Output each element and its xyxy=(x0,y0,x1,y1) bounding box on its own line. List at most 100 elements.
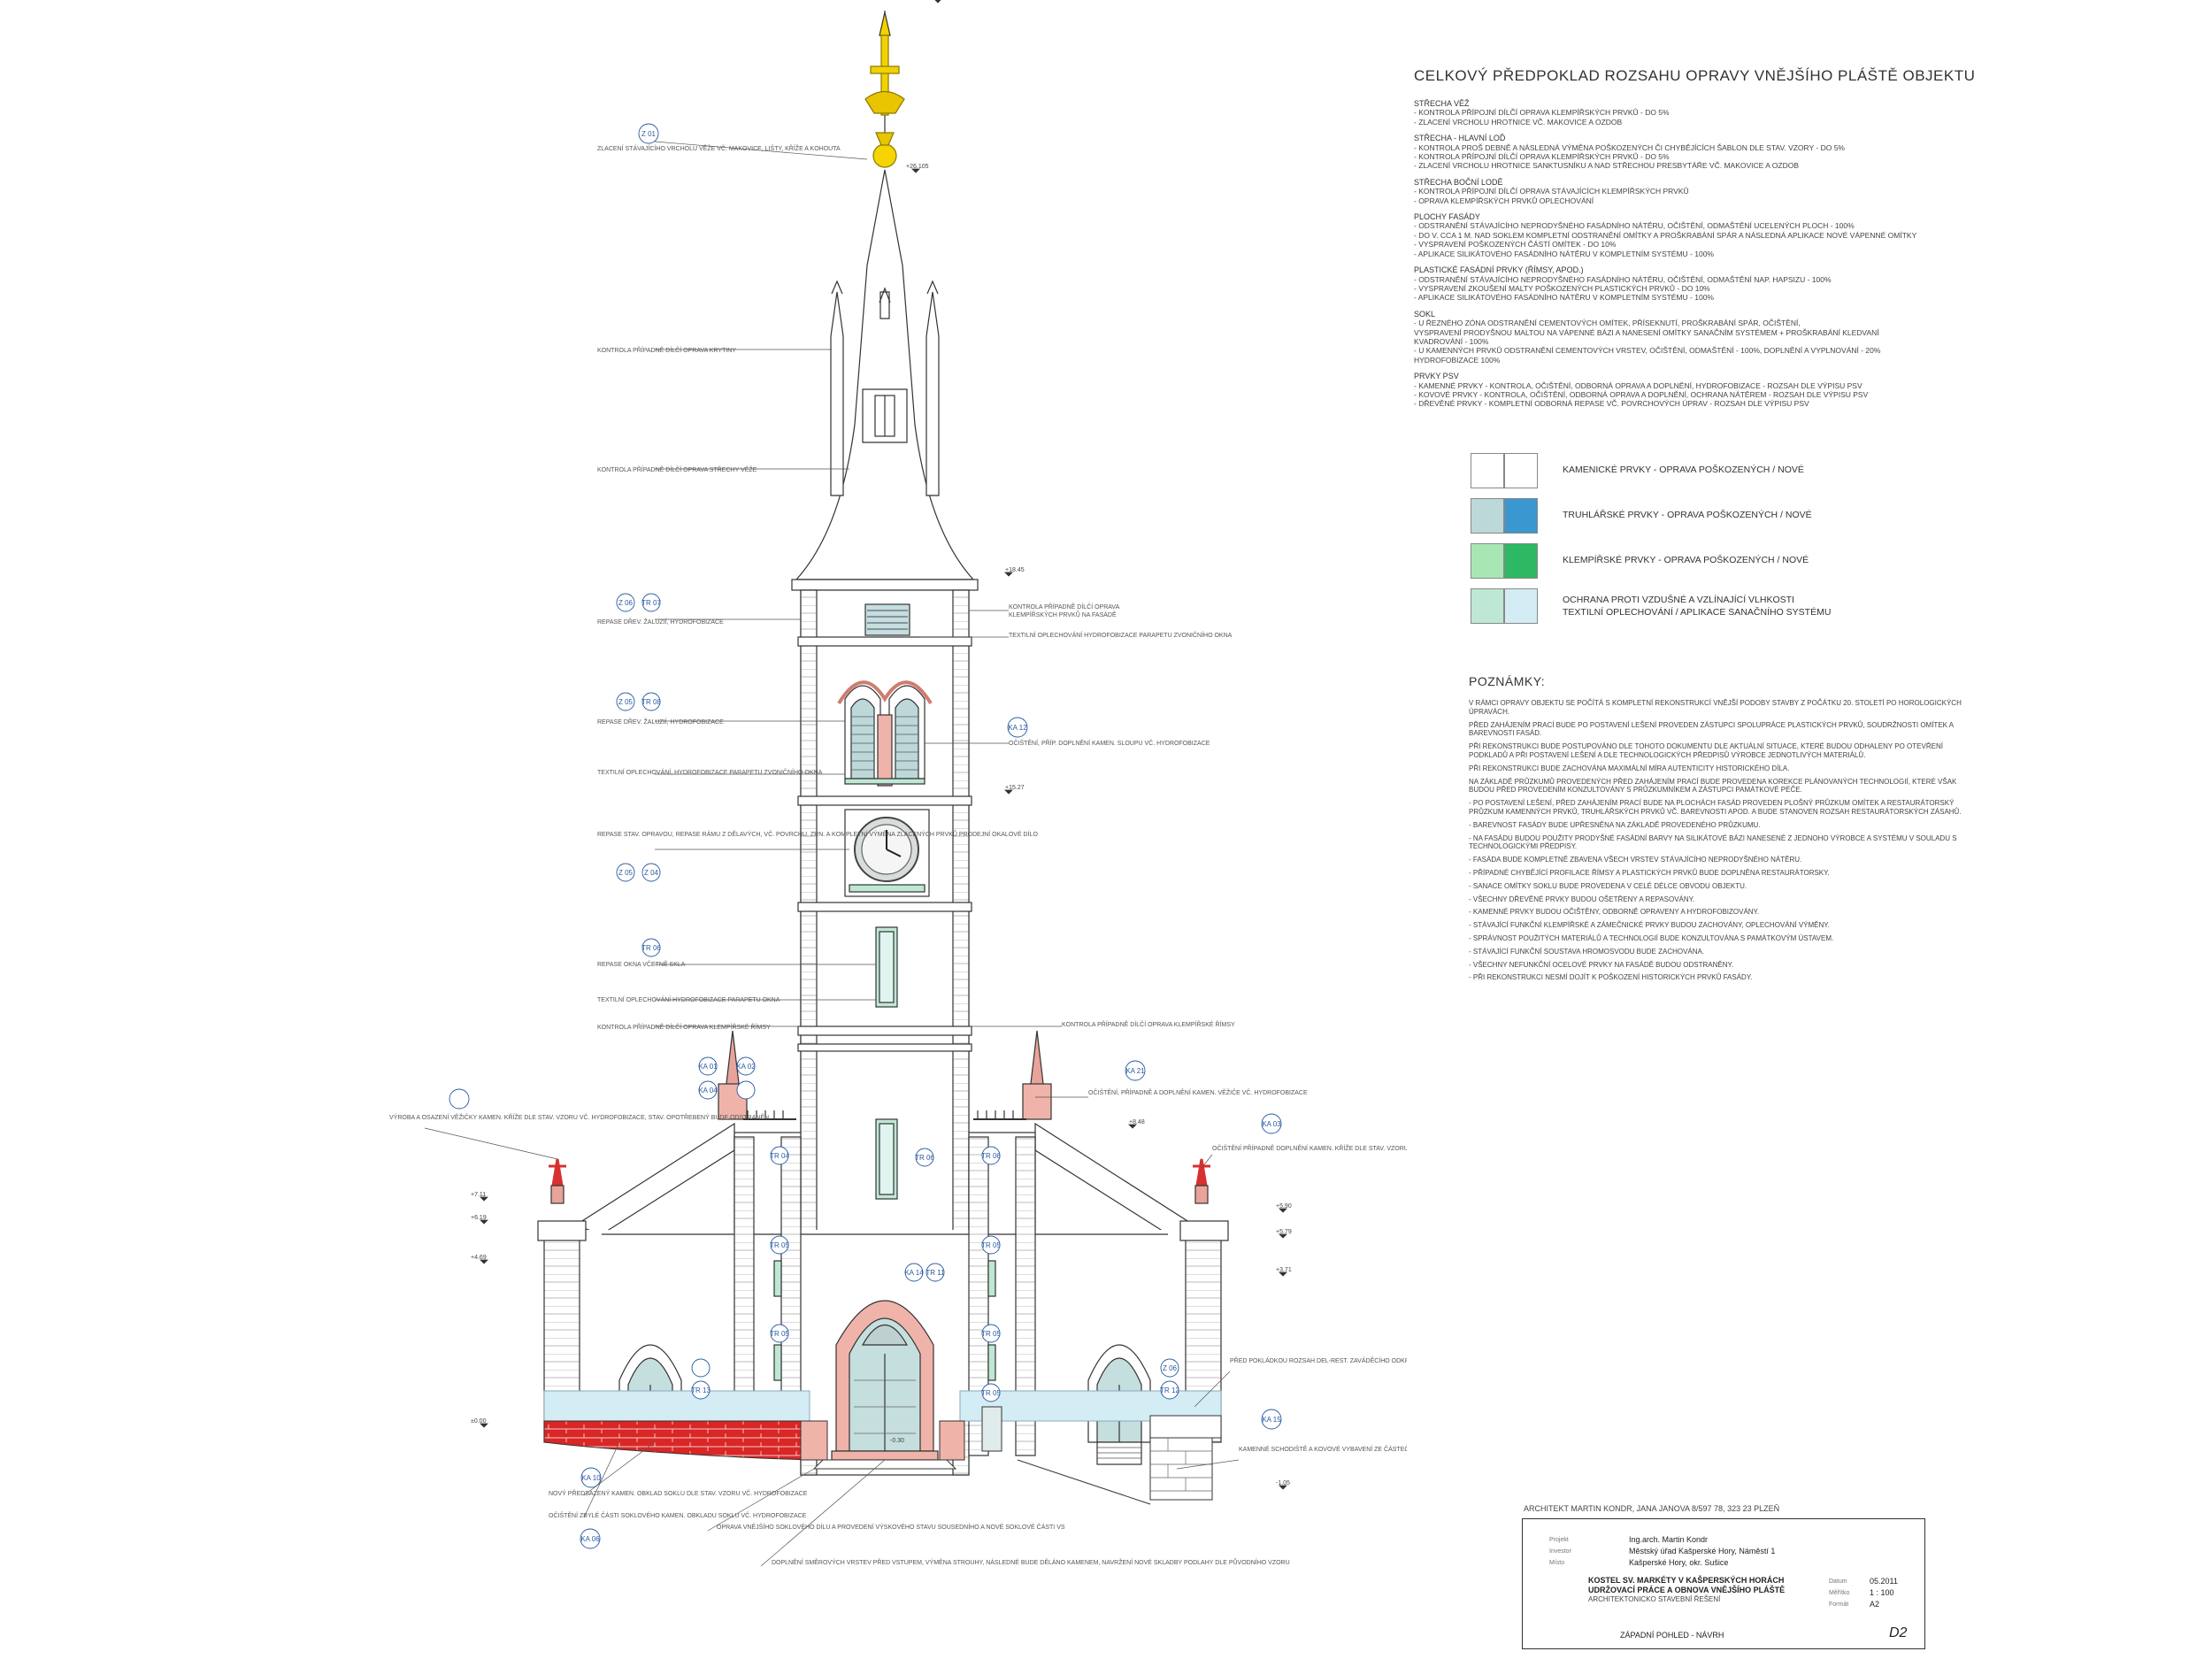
bubble-label: KA 10 xyxy=(581,1474,601,1482)
spec-line: - ZLACENÍ VRCHOLU HROTNICE VČ. MAKOVICE … xyxy=(1414,117,1623,127)
bubble-label: TR 05 xyxy=(981,1330,1001,1338)
spec-line: - KAMENNÉ PRVKY - KONTROLA, OČIŠTĚNÍ, OD… xyxy=(1414,380,1863,390)
spec-line: - APLIKACE SILIKÁTOVÉHO FASÁDNÍHO NÁTĚRU… xyxy=(1414,249,1714,258)
legend-swatch xyxy=(1471,588,1504,624)
level-label: -0.30 xyxy=(890,1438,904,1444)
spec-line: - OPRAVA KLEMPÍŘSKÝCH PRVKŮ OPLECHOVÁNÍ xyxy=(1414,196,1594,205)
bubble-label: TR 04 xyxy=(770,1152,789,1160)
annotation: OČIŠTĚNÍ, PŘÍPADNĚ A DOPLNĚNÍ KAMEN. VĚŽ… xyxy=(1088,1088,1308,1096)
notes-list: V RÁMCI OPRAVY OBJEKTU SE POČÍTÁ S KOMPL… xyxy=(1469,699,1964,987)
notes-title: POZNÁMKY: xyxy=(1469,674,1546,688)
note: - PŘI REKONSTRUKCI NESMÍ DOJÍT K POŠKOZE… xyxy=(1469,973,1753,982)
tb-right-label: Formát xyxy=(1829,1601,1849,1608)
view-name: ZÁPADNÍ POHLED - NÁVRH xyxy=(1620,1631,1724,1640)
spec-group: STŘECHA BOČNÍ LODĚ - KONTROLA PŘÍPOJNÍ D… xyxy=(1414,178,1980,205)
tb-right-value: 05.2011 xyxy=(1870,1577,1898,1586)
annotation: OČIŠTĚNÍ PŘÍPADNĚ DOPLNĚNÍ KAMEN. KŘÍŽE … xyxy=(1212,1144,1407,1152)
annotations: ZLACENÍ STÁVAJÍCÍHO VRCHOLU VĚŽE VČ. MAK… xyxy=(389,144,1407,1566)
level-label: +3.71 xyxy=(1276,1267,1292,1273)
spec-group: SOKL - U ŘEZNÉHO ZÓNA ODSTRANĚNÍ CEMENTO… xyxy=(1414,310,1980,365)
spec-line: - KONTROLA PŘÍPOJNÍ DÍLČÍ OPRAVA STÁVAJÍ… xyxy=(1414,187,1689,196)
legend-item: KAMENICKÉ PRVKY - OPRAVA POŠKOZENÝCH / N… xyxy=(1471,453,2178,490)
annotation: OČIŠTĚNÍ, PŘÍP. DOPLNĚNÍ KAMEN. SLOUPU V… xyxy=(1009,739,1210,747)
annotation: TEXTILNÍ OPLECHOVÁNÍ HYDROFOBIZACE PARAP… xyxy=(597,995,780,1003)
note: - KAMENNÉ PRVKY BUDOU OČIŠTĚNY, ODBORNĚ … xyxy=(1469,908,1760,917)
bubble-label: Z 05 xyxy=(618,869,634,877)
legend-swatch xyxy=(1504,543,1538,579)
spec-line: - U KAMENNÝCH PRVKŮ ODSTRANĚNÍ CEMENTOVÝ… xyxy=(1414,346,1881,356)
spec-heading: CELKOVÝ PŘEDPOKLAD ROZSAHU OPRAVY VNĚJŠÍ… xyxy=(1414,67,1976,84)
project-title-line: UDRŽOVACÍ PRÁCE A OBNOVA VNĚJŠÍHO PLÁŠTĚ xyxy=(1588,1585,1786,1594)
note: - STÁVAJÍCÍ FUNKČNÍ KLEMPÍŘSKÉ A ZÁMEČNI… xyxy=(1469,921,1830,930)
level-markers xyxy=(480,0,1287,1490)
legend-swatch xyxy=(1504,588,1538,624)
note: NA ZÁKLADĚ PRŮZKUMŮ PROVEDENÝCH PŘED ZAH… xyxy=(1469,777,1957,795)
bubble-label: Z 01 xyxy=(641,130,657,138)
legend-swatch xyxy=(1504,498,1538,534)
architect-line: ARCHITEKT MARTIN KONDR, JANA JANOVA 8/59… xyxy=(1524,1504,1780,1513)
main-portal xyxy=(831,1300,939,1461)
note: - FASÁDA BUDE KOMPLETNĚ ZBAVENA VŠECH VR… xyxy=(1469,856,1802,864)
bubble-label: TR 06 xyxy=(981,1152,1001,1160)
bubbles xyxy=(449,123,1282,1549)
annotation: DOPLNĚNÍ SMĚROVÝCH VRSTEV PŘED VSTUPEM, … xyxy=(772,1558,1290,1566)
spec-group: STŘECHA - HLAVNÍ LOĎ - KONTROLA PROŠ DEB… xyxy=(1414,134,1980,171)
leader-lines xyxy=(424,141,1240,1567)
tb-row-label: Místo xyxy=(1549,1560,1565,1566)
spec-group-head: PLOCHY FASÁDY xyxy=(1414,212,1480,222)
note: - SPRÁVNOST POUŽITÝCH MATERIÁLŮ A TECHNO… xyxy=(1469,933,1834,942)
level-label: +15.27 xyxy=(1005,785,1025,791)
level-label: +7.11 xyxy=(471,1192,486,1198)
sheet-number: D2 xyxy=(1889,1625,1908,1640)
spec-line: - DO V. CCA 1 M. NAD SOKLEM KOMPLETNÍ OD… xyxy=(1414,230,1917,240)
note: - STÁVAJÍCÍ FUNKČNÍ SOUSTAVA HROMOSVODU … xyxy=(1469,947,1705,956)
level-labels: +26.105 +18.45 +15.27 +8.48 +7.11 +6.19 … xyxy=(471,164,1292,1486)
spec-group-head: STŘECHA VĚŽ xyxy=(1414,99,1470,108)
tb-right-label: Měřítko xyxy=(1829,1590,1850,1596)
level-label: +6.19 xyxy=(471,1215,487,1221)
tb-row-label: Projekt xyxy=(1549,1537,1569,1543)
annotation: KONTROLA PŘÍPADNĚ DÍLČÍ OPRAVA KRYTINY xyxy=(597,346,736,354)
annotation: TEXTILNÍ OPLECHOVÁNÍ HYDROFOBIZACE PARAP… xyxy=(1009,631,1233,639)
project-subtitle: ARCHITEKTONICKO STAVEBNÍ ŘEŠENÍ xyxy=(1588,1595,1721,1603)
annotation: KLEMPÍŘSKÝCH PRVKŮ NA FASÁDĚ xyxy=(1009,611,1117,618)
bubble-label: TR 06 xyxy=(641,944,661,952)
annotation: REPASE STAV. OPRAVOU, REPASE RÁMU Z DĚLA… xyxy=(597,830,1038,838)
spec-line: - ODSTRANĚNÍ STÁVAJÍCÍHO NEPRODYŠNÉHO FA… xyxy=(1414,274,1832,284)
spec-line: - ZLACENÍ VRCHOLU HROTNICE SANKTUSNÍKU A… xyxy=(1414,161,1799,171)
project-title-line: KOSTEL SV. MARKÉTY V KAŠPERSKÝCH HORÁCH xyxy=(1588,1576,1785,1585)
bubble-label: KA 21 xyxy=(1125,1067,1145,1075)
level-label: ±0.00 xyxy=(471,1418,487,1425)
tb-right-value: A2 xyxy=(1870,1600,1880,1609)
bubble-label: TR 12 xyxy=(1160,1386,1179,1394)
bubble-label: KA 02 xyxy=(736,1063,756,1071)
spec-line: - KONTROLA PŘÍPOJNÍ DÍLČÍ OPRAVA KLEMPÍŘ… xyxy=(1414,152,1670,162)
annotation: KONTROLA PŘÍPADNĚ DÍLČÍ OPRAVA STŘECHY V… xyxy=(597,465,757,473)
spec-line: - KOVOVÉ PRVKY - KONTROLA, OČIŠTĚNÍ, ODB… xyxy=(1414,389,1869,399)
legend-label-line: OCHRANA PROTI VZDUŠNÉ A VZLÍNAJÍCÍ VLHKO… xyxy=(1563,595,1794,605)
spec-line: - KONTROLA PROŠ DEBNĚ A NÁSLEDNÁ VÝMĚNA … xyxy=(1414,142,1845,152)
note: - NA FASÁDU BUDOU POUŽITY PRODYŠNÉ FASÁD… xyxy=(1469,833,1957,851)
legend-label-line: TEXTILNÍ OPLECHOVÁNÍ / APLIKACE SANAČNÍH… xyxy=(1563,607,1832,618)
note: PŘI REKONSTRUKCI BUDE POSTUPOVÁNO DLE TO… xyxy=(1469,742,1943,759)
annotation: REPASE OKNA VČETNĚ SKLA xyxy=(597,960,686,968)
annotation: PŘED POKLÁDKOU ROZSAH DEL-REST. ZAVÁDĚCÍ… xyxy=(1230,1356,1407,1364)
legend-swatch xyxy=(1471,543,1504,579)
bubble-label: TR 05 xyxy=(770,1241,789,1249)
annotation: REPASE DŘEV. ŽALUZIÍ, HYDROFOBIZACE xyxy=(597,618,724,626)
bubble-label: KA 14 xyxy=(904,1269,924,1277)
spec-group-head: STŘECHA - HLAVNÍ LOĎ xyxy=(1414,134,1506,143)
spec-group-head: PRVKY PSV xyxy=(1414,372,1459,381)
level-label: +26.105 xyxy=(906,164,929,170)
annotation: KONTROLA PŘÍPADNĚ DÍLČÍ OPRAVA xyxy=(1009,603,1120,611)
spec-line: - U ŘEZNÉHO ZÓNA ODSTRANĚNÍ CEMENTOVÝCH … xyxy=(1414,319,1801,328)
project-title: KOSTEL SV. MARKÉTY V KAŠPERSKÝCH HORÁCH … xyxy=(1588,1576,1785,1594)
legend-item: KLEMPÍŘSKÉ PRVKY - OPRAVA POŠKOZENÝCH / … xyxy=(1471,543,2178,580)
legend-label: TRUHLÁŘSKÉ PRVKY - OPRAVA POŠKOZENÝCH / … xyxy=(1563,510,1812,520)
spec-group: PRVKY PSV - KAMENNÉ PRVKY - KONTROLA, OČ… xyxy=(1414,372,1980,409)
tb-row-value: Ing.arch. Martin Kondr xyxy=(1629,1535,1709,1544)
bubble-label: Z 04 xyxy=(644,869,659,877)
bubble-label: Z 06 xyxy=(1163,1364,1178,1372)
spec-group-head: STŘECHA BOČNÍ LODĚ xyxy=(1414,177,1503,187)
annotation: NOVÝ PŘEDSAZENÝ KAMEN. OBKLAD SOKLU DLE … xyxy=(549,1489,808,1497)
